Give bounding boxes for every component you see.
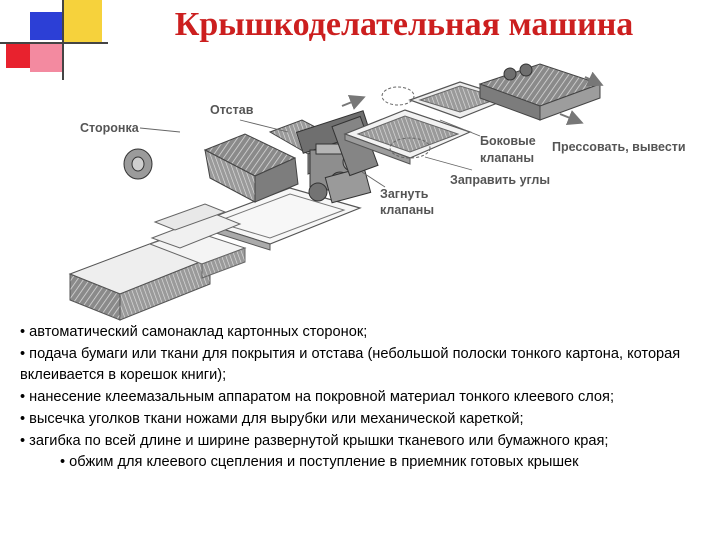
list-item: • подача бумаги или ткани для покрытия и…: [20, 345, 681, 384]
flap-folding-plate: [343, 109, 472, 165]
board-stack: [68, 229, 247, 321]
decor-horizontal-line: [0, 42, 108, 44]
list-item: • нанесение клеемазальным аппаратом на п…: [20, 389, 615, 406]
process-steps-list: • автоматический самонаклад картонных ст…: [20, 322, 710, 474]
decor-pink-square: [30, 44, 64, 72]
label-press-output: Прессовать, вывести: [552, 140, 686, 154]
label-fold-flaps-line2: клапаны: [380, 203, 434, 217]
decor-blue-square: [30, 12, 62, 40]
label-side-flaps-line2: клапаны: [480, 151, 534, 165]
glue-rollers: [123, 110, 379, 204]
list-item: • обжим для клеевого сцепления и поступл…: [60, 454, 579, 471]
list-item: • автоматический самонаклад картонных ст…: [20, 324, 368, 340]
flow-arrows: [341, 71, 604, 125]
label-storonka: Сторонка: [80, 121, 140, 135]
page-title: Крышкоделательная машина: [174, 6, 634, 43]
leader-lines: [139, 119, 481, 188]
list-item: • загибка по всей длине и ширине разверн…: [20, 432, 609, 449]
press-output: [478, 63, 602, 121]
list-item: • высечка уголков ткани ножами для выруб…: [20, 410, 524, 427]
decor-squares: [0, 0, 110, 80]
board-frames: [150, 187, 362, 251]
machine-diagram: Сторонка Отстав Боковые клапаны Прессова…: [68, 63, 686, 321]
label-otstav: Отстав: [210, 103, 254, 117]
label-tuck-corners: Заправить углы: [450, 173, 550, 187]
decor-yellow-square: [64, 0, 102, 44]
decor-vertical-line: [62, 0, 64, 80]
label-side-flaps-line1: Боковые: [480, 134, 536, 148]
decor-red-square: [6, 44, 30, 68]
label-fold-flaps-line1: Загнуть: [380, 187, 429, 201]
